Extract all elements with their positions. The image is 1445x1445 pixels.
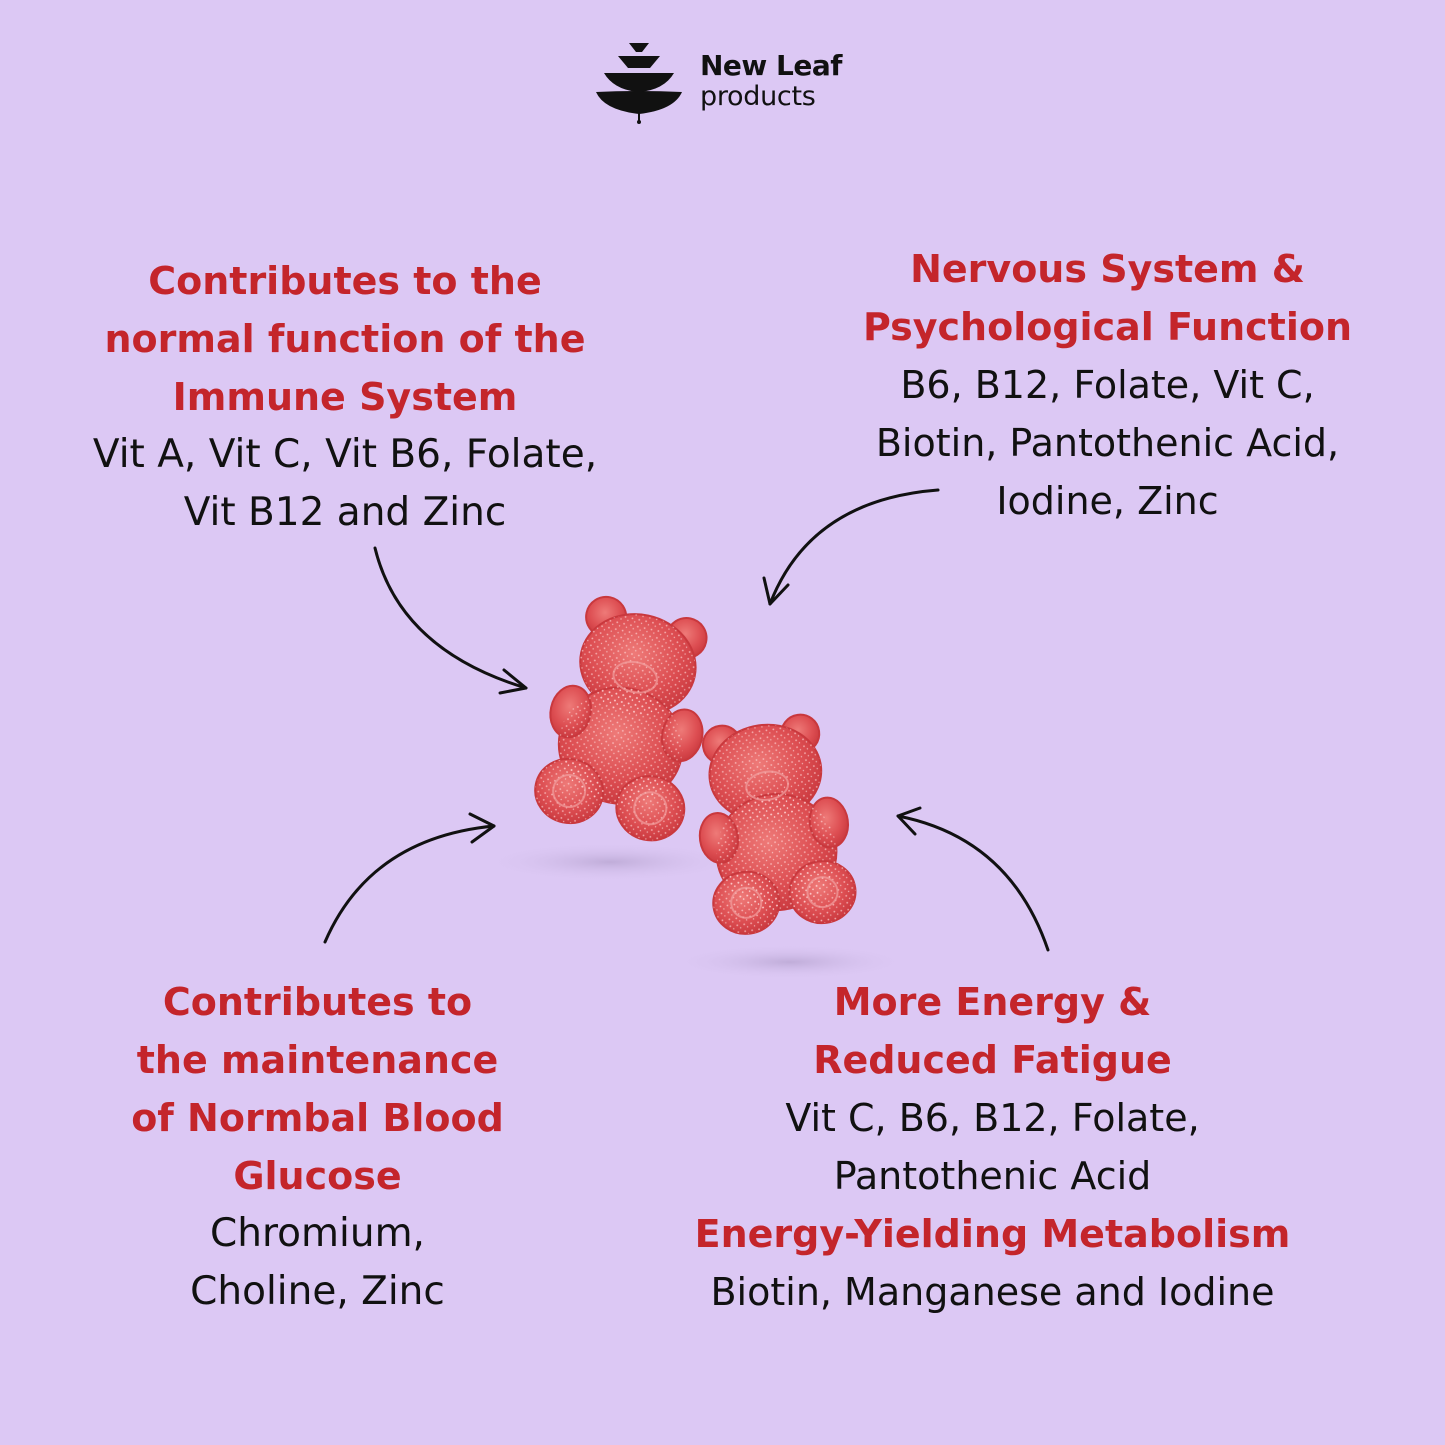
glucose-body-line: Chromium,: [210, 1211, 425, 1256]
energy-body-line: Vit C, B6, B12, Folate,: [785, 1096, 1200, 1140]
glucose-heading-line: Contributes to: [162, 980, 473, 1024]
nervous-heading-line: Psychological Function: [862, 305, 1353, 349]
nervous-body-line: Iodine, Zinc: [996, 479, 1219, 523]
gummy-bear-right: [698, 713, 857, 935]
glucose-body-line: Choline, Zinc: [190, 1269, 445, 1314]
glucose-heading-line: the maintenance: [136, 1038, 499, 1082]
immune-system-block: Contributes to the normal function of th…: [40, 252, 650, 542]
nervous-heading-line: Nervous System &: [910, 247, 1305, 291]
leaf-tower-icon: [596, 43, 682, 124]
gummy-shadow-left: [480, 842, 740, 882]
glucose-heading-line: of Normbal Blood: [131, 1096, 504, 1140]
nervous-body-line: B6, B12, Folate, Vit C,: [900, 363, 1315, 407]
immune-heading-line: Contributes to the: [148, 259, 542, 303]
immune-body-line: Vit B12 and Zinc: [183, 490, 507, 535]
energy-heading-line: Reduced Fatigue: [813, 1038, 1172, 1082]
energy-heading-line: More Energy &: [833, 980, 1152, 1024]
glucose-heading-line: Glucose: [233, 1154, 402, 1198]
gummy-bear-left: [534, 595, 708, 842]
brand-wordmark: New Leaf products: [700, 49, 842, 112]
blood-glucose-block: Contributes to the maintenance of Normba…: [95, 973, 540, 1321]
brand-name: New Leaf: [700, 49, 842, 82]
nervous-body-line: Biotin, Pantothenic Acid,: [875, 421, 1340, 465]
metabolism-heading-line: Energy-Yielding Metabolism: [694, 1212, 1291, 1256]
immune-heading-line: Immune System: [172, 375, 518, 419]
metabolism-body-line: Biotin, Manganese and Iodine: [710, 1270, 1275, 1314]
gummy-shadow-right: [670, 944, 910, 980]
immune-heading-line: normal function of the: [104, 317, 586, 361]
brand-logo: New Leaf products: [594, 40, 864, 125]
immune-body-line: Vit A, Vit C, Vit B6, Folate,: [92, 432, 598, 477]
nervous-system-block: Nervous System & Psychological Function …: [820, 240, 1395, 530]
brand-subtitle: products: [700, 81, 816, 112]
energy-block: More Energy & Reduced Fatigue Vit C, B6,…: [640, 973, 1345, 1321]
energy-body-line: Pantothenic Acid: [833, 1154, 1152, 1198]
